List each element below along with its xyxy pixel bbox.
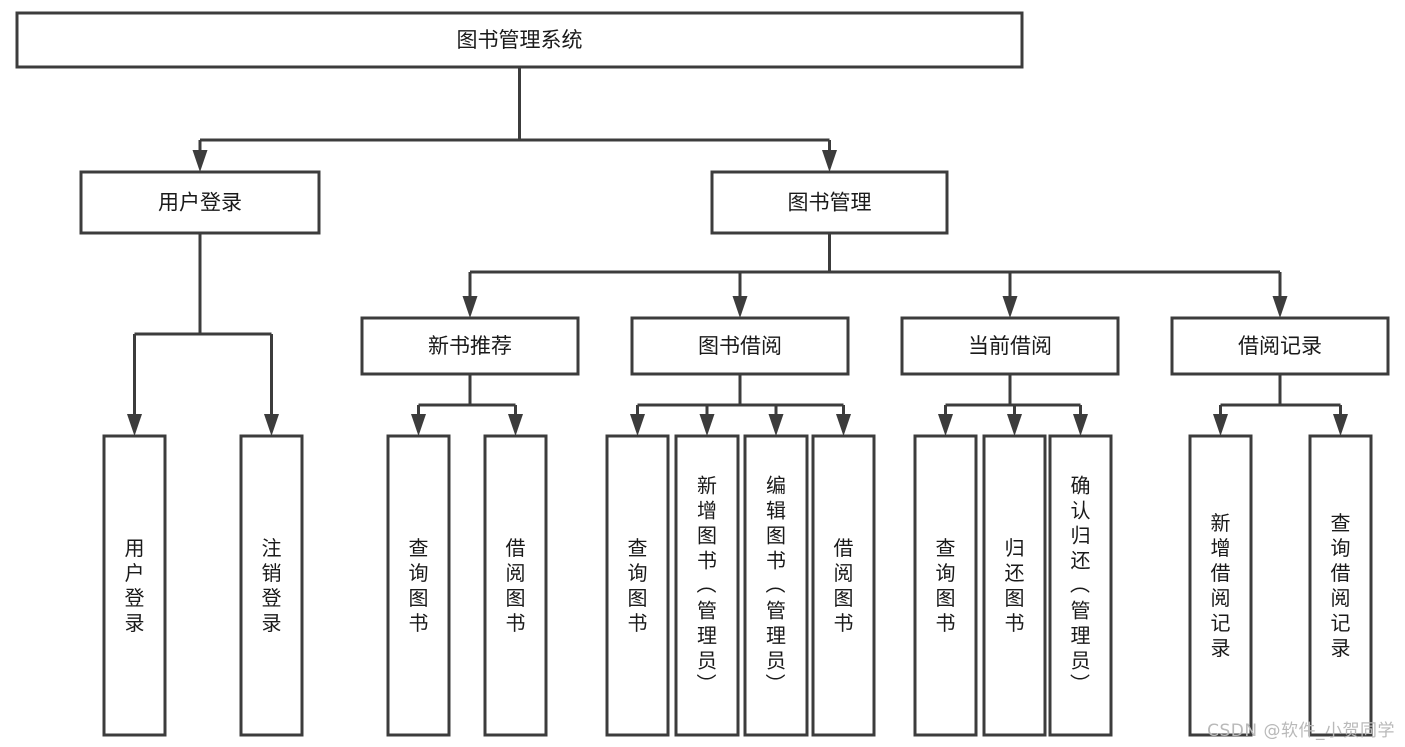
leaf-user_login-1-label: 注销登录 [262,536,282,635]
level3-node-2-label: 当前借阅 [968,334,1052,358]
level3-node-3-box[interactable] [1170,316,1390,376]
leaf-borrow_record-0-label: 新增借阅记录 [1211,511,1231,660]
connectors-layer [127,67,1348,436]
user-login-to-leaf-0-arrowhead [127,414,142,436]
leaf-user_login-0-box[interactable] [102,434,167,737]
leaf-current_borrow-1-box[interactable] [982,434,1047,737]
book-mgmt-to-level3-2-arrowhead [1002,296,1018,318]
book-mgmt-to-level3-1-arrowhead [732,296,748,318]
new_book_recommend-to-leaf-0-arrowhead [411,414,426,436]
leaf-book_borrow-1-label: 新增图书（管理员） [696,473,717,697]
book-mgmt-to-level3-3-arrowhead [1272,296,1288,318]
leaf-borrow_record-1-label: 查询借阅记录 [1331,511,1351,660]
user-login-to-leaf-1-arrowhead [264,414,279,436]
leaf-book_borrow-0-label: 查询图书 [628,536,648,635]
nodes-layer: 图书管理系统用户登录图书管理新书推荐图书借阅当前借阅借阅记录用户登录注销登录查询… [15,11,1390,737]
root-node-label: 图书管理系统 [457,28,583,52]
leaf-borrow_record-1-box[interactable] [1308,434,1373,737]
level3-node-2-box[interactable] [900,316,1120,376]
level3-node-1-box[interactable] [630,316,850,376]
leaf-book_borrow-0-box[interactable] [605,434,670,737]
level3-node-1-label: 图书借阅 [698,334,782,358]
level2-node-1-label: 图书管理 [788,191,872,215]
leaf-book_borrow-1-box[interactable] [674,434,740,737]
book-mgmt-to-level3-0-arrowhead [462,296,478,318]
leaf-borrow_record-0-box[interactable] [1188,434,1253,737]
leaf-book_borrow-2-box[interactable] [743,434,809,737]
root-to-level2-1-arrowhead [822,150,837,172]
current_borrow-to-leaf-1-arrowhead [1007,414,1022,436]
level3-node-3-label: 借阅记录 [1238,334,1322,358]
leaf-book_borrow-2-label: 编辑图书（管理员） [765,473,786,697]
level3-node-0-label: 新书推荐 [428,334,512,358]
leaf-user_login-1-box[interactable] [239,434,304,737]
leaf-user_login-0-label: 用户登录 [125,536,145,635]
leaf-new_book_recommend-0-label: 查询图书 [409,536,429,635]
current_borrow-to-leaf-2-arrowhead [1073,414,1088,436]
root-to-level2-0-arrowhead [192,150,208,172]
level2-node-1-box[interactable] [710,170,949,235]
leaf-current_borrow-0-box[interactable] [913,434,978,737]
leaf-current_borrow-1-label: 归还图书 [1005,536,1025,635]
leaf-book_borrow-3-box[interactable] [811,434,876,737]
leaf-new_book_recommend-0-box[interactable] [386,434,451,737]
watermark-text: CSDN @软件_小贺同学 [1207,721,1395,741]
level2-node-0-box[interactable] [79,170,321,235]
book_borrow-to-leaf-2-arrowhead [768,414,784,436]
borrow_record-to-leaf-1-arrowhead [1333,414,1348,436]
leaf-new_book_recommend-1-box[interactable] [483,434,548,737]
leaf-new_book_recommend-1-label: 借阅图书 [506,536,526,635]
book_borrow-to-leaf-1-arrowhead [699,414,715,436]
root-node-box[interactable] [15,11,1024,69]
current_borrow-to-leaf-0-arrowhead [938,414,953,436]
borrow_record-to-leaf-0-arrowhead [1213,414,1228,436]
book_borrow-to-leaf-3-arrowhead [836,414,851,436]
leaf-book_borrow-3-label: 借阅图书 [834,536,854,635]
level3-node-0-box[interactable] [360,316,580,376]
book_borrow-to-leaf-0-arrowhead [630,414,645,436]
new_book_recommend-to-leaf-1-arrowhead [508,414,523,436]
leaf-current_borrow-2-box[interactable] [1048,434,1113,737]
level2-node-0-label: 用户登录 [158,191,242,215]
leaf-current_borrow-2-label: 确认归还（管理员） [1070,473,1091,697]
leaf-current_borrow-0-label: 查询图书 [936,536,956,635]
